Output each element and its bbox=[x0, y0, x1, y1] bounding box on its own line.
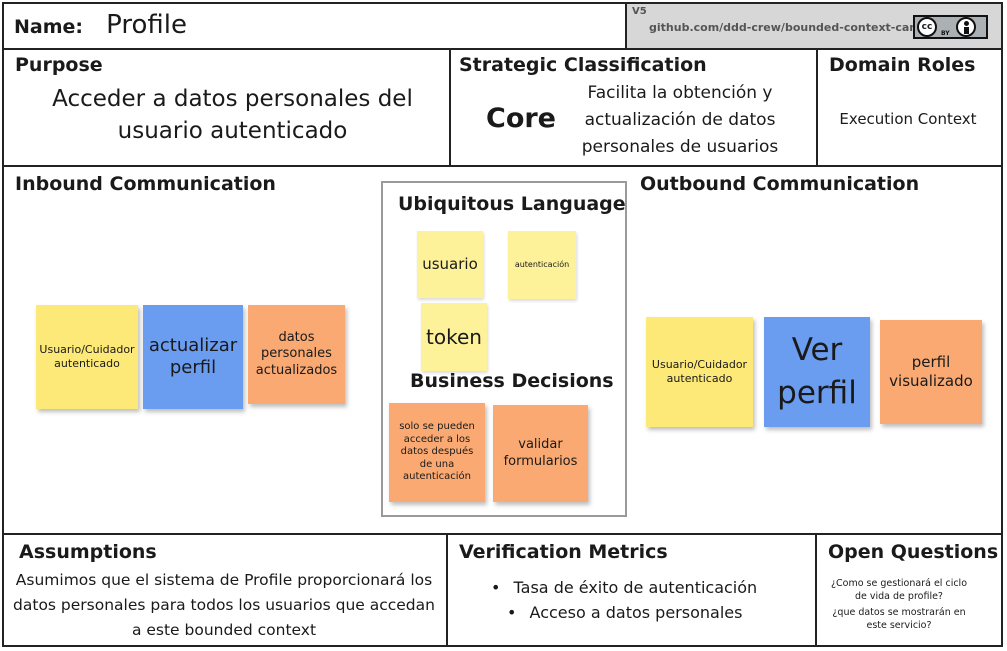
business-note-validate: validar formularios bbox=[493, 405, 588, 502]
divider-metrics-questions bbox=[815, 533, 817, 647]
ubiquitous-heading: Ubiquitous Language bbox=[398, 193, 626, 215]
open-questions-heading: Open Questions bbox=[828, 541, 999, 563]
bullet-icon: • bbox=[491, 578, 501, 597]
purpose-heading: Purpose bbox=[15, 54, 103, 76]
divider-assumptions-metrics bbox=[446, 533, 448, 647]
strategic-text: Facilita la obtención y actualización de… bbox=[581, 83, 779, 157]
divider-strategic-roles bbox=[816, 48, 818, 166]
assumptions-heading: Assumptions bbox=[19, 541, 157, 563]
outbound-note-sender: Usuario/Cuidador autenticado bbox=[646, 317, 753, 427]
strategic-heading: Strategic Classification bbox=[459, 54, 707, 76]
cc-by-badge: cc BY bbox=[913, 15, 988, 39]
name-label: Name: bbox=[14, 16, 84, 38]
context-name: Profile bbox=[106, 10, 187, 40]
verification-item: • Acceso a datos personales bbox=[507, 603, 743, 622]
inbound-note-sender: Usuario/Cuidador autenticado bbox=[36, 305, 138, 409]
inbound-note-event: datos personales actualizados bbox=[248, 305, 345, 404]
open-question-1: ¿Como se gestionará el ciclo de vida de … bbox=[830, 578, 968, 602]
inbound-note-command: actualizar perfil bbox=[143, 305, 243, 409]
assumptions-text: Asumimos que el sistema de Profile propo… bbox=[13, 571, 435, 639]
divider-header bbox=[2, 48, 1003, 50]
license-panel: V5 github.com/ddd-crew/bounded-context-c… bbox=[627, 4, 1001, 48]
core-label: Core bbox=[486, 103, 556, 134]
divider-top-row bbox=[2, 165, 1003, 167]
version-label: V5 bbox=[632, 6, 647, 17]
ul-term-usuario: usuario bbox=[417, 231, 483, 298]
bullet-icon: • bbox=[507, 603, 517, 622]
outbound-heading: Outbound Communication bbox=[640, 173, 920, 195]
cc-icon: cc bbox=[917, 17, 937, 37]
divider-name-license bbox=[625, 2, 627, 49]
domain-roles-text: Execution Context bbox=[839, 110, 977, 128]
divider-bottom-row bbox=[2, 533, 1003, 535]
domain-roles-heading: Domain Roles bbox=[829, 54, 976, 76]
open-question-2: ¿que datos se mostrarán en este servicio… bbox=[832, 607, 966, 631]
inbound-heading: Inbound Communication bbox=[15, 173, 276, 195]
by-icon bbox=[956, 17, 976, 37]
by-label: BY bbox=[941, 30, 950, 37]
divider-purpose-strategic bbox=[449, 48, 451, 166]
name-row: Name: Profile bbox=[14, 10, 187, 40]
business-note-access: solo se pueden acceder a los datos despu… bbox=[389, 403, 485, 502]
ul-term-token: token bbox=[421, 303, 487, 371]
ul-term-autenticacion: autenticación bbox=[508, 231, 576, 299]
verification-heading: Verification Metrics bbox=[459, 541, 668, 563]
purpose-text: Acceder a datos personales del usuario a… bbox=[52, 86, 413, 144]
repo-link[interactable]: github.com/ddd-crew/bounded-context-canv… bbox=[649, 21, 939, 34]
business-heading: Business Decisions bbox=[410, 370, 614, 392]
outbound-note-event: perfil visualizado bbox=[880, 320, 982, 424]
outbound-note-query: Ver perfil bbox=[764, 317, 870, 427]
verification-item: • Tasa de éxito de autenticación bbox=[491, 578, 758, 597]
